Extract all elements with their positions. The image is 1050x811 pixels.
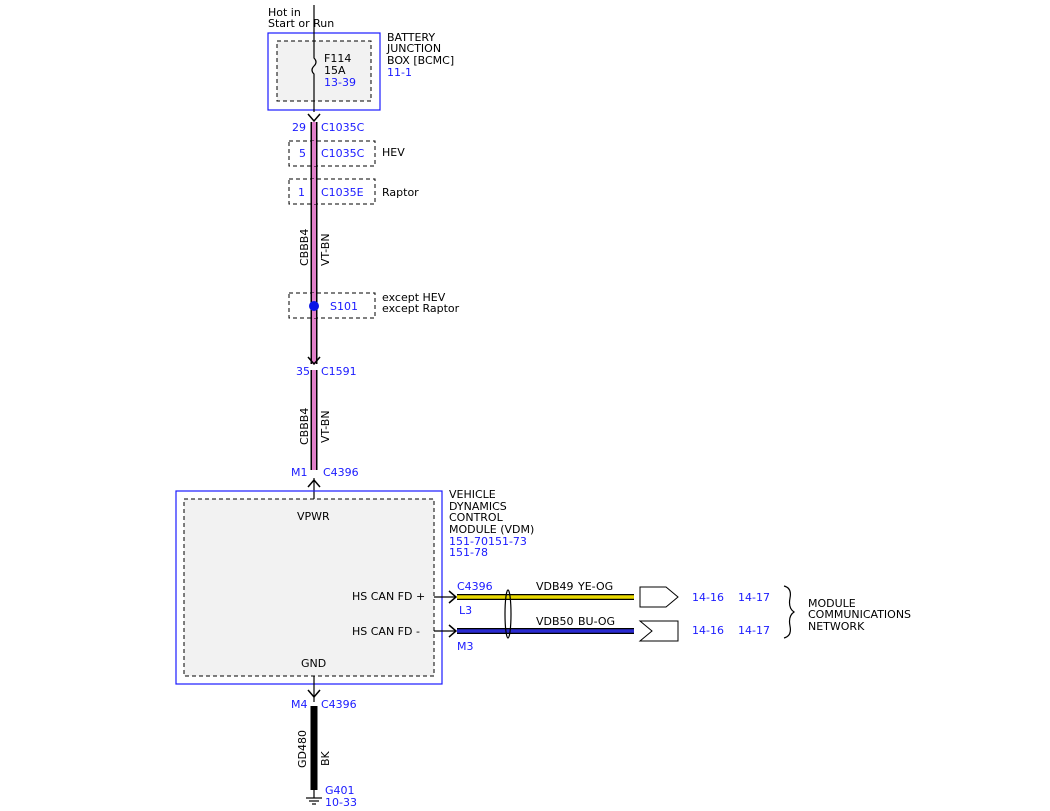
network-minus-ref2[interactable]: 14-17 <box>738 624 770 637</box>
c1591-pin: 35 <box>296 365 310 378</box>
can-minus-pin: M3 <box>457 640 474 653</box>
gnd-connector-name[interactable]: C4396 <box>321 698 357 711</box>
c4396-m1-pin: M1 <box>291 466 308 479</box>
vdm-module-inner <box>183 498 435 677</box>
wire-gd480-label: GD480 <box>296 730 309 768</box>
wire-vdb49-color: YE-OG <box>577 580 613 593</box>
hev-pin: 5 <box>299 147 306 160</box>
connector-arrow-can-plus <box>448 590 458 604</box>
connector-arrow-c4396-m1 <box>307 478 321 488</box>
network-brace <box>783 585 796 639</box>
connector-arrow-c4396-m4 <box>307 689 321 699</box>
splice-dot[interactable] <box>309 301 319 311</box>
bjb-name-line1: BATTERY <box>387 31 435 44</box>
fuse-rating: 15A <box>324 64 346 77</box>
fuse-id: F114 <box>324 52 351 65</box>
vdm-pin-can-minus: HS CAN FD - <box>352 625 420 638</box>
bjb-name-line2: JUNCTION <box>386 42 441 55</box>
wire-circuit-label-upper: CBBB4 <box>298 229 311 266</box>
network-plus-ref2[interactable]: 14-17 <box>738 591 770 604</box>
splice-name[interactable]: S101 <box>330 300 358 313</box>
gnd-pin: M4 <box>291 698 308 711</box>
hot-in-condition-label: Start or Run <box>268 17 334 30</box>
wire-circuit-label-lower: CBBB4 <box>298 408 311 445</box>
raptor-label: Raptor <box>382 186 419 199</box>
splice-box[interactable] <box>288 292 376 319</box>
vdm-name-line1: VEHICLE <box>449 488 496 501</box>
splice-label-line2: except Raptor <box>382 302 460 315</box>
connector-arrow-c1035c <box>307 113 321 123</box>
wire-vdb50-color: BU-OG <box>578 615 615 628</box>
vdm-pin-vpwr: VPWR <box>297 510 330 523</box>
connector-arrow-c1591 <box>307 356 321 366</box>
can-plus-pin: L3 <box>459 604 472 617</box>
c1035c-name[interactable]: C1035C <box>321 121 365 134</box>
wire-vdb50-label: VDB50 <box>536 615 574 628</box>
vdm-name-line4: MODULE (VDM) <box>449 523 534 536</box>
raptor-connector-name[interactable]: C1035E <box>321 186 364 199</box>
hev-connector-name[interactable]: C1035C <box>321 147 365 160</box>
bjb-page-ref[interactable]: 11-1 <box>387 66 412 79</box>
splice-label-line1: except HEV <box>382 291 446 304</box>
vdm-name-line3: CONTROL <box>449 511 504 524</box>
vdm-page-ref-line2[interactable]: 151-78 <box>449 546 488 559</box>
battery-junction-box-inner <box>276 40 372 102</box>
ground-name[interactable]: G401 <box>325 784 355 797</box>
wire-color-label-lower: VT-BN <box>319 410 332 443</box>
raptor-pin: 1 <box>298 186 305 199</box>
vdm-pin-gnd: GND <box>301 657 326 670</box>
bjb-name-line3: BOX [BCMC] <box>387 54 454 67</box>
hev-label: HEV <box>382 146 405 159</box>
offpage-connector-can-minus[interactable] <box>638 620 679 642</box>
fuse-page-ref[interactable]: 13-39 <box>324 76 356 89</box>
network-label-line1: MODULE <box>808 597 856 610</box>
hot-in-label: Hot in <box>268 6 301 19</box>
wire-gd480-color: BK <box>319 750 332 766</box>
vdm-pin-can-plus: HS CAN FD + <box>352 590 425 603</box>
fuse-symbol[interactable] <box>311 5 317 112</box>
network-plus-ref1[interactable]: 14-16 <box>692 591 724 604</box>
c1035c-pin: 29 <box>292 121 306 134</box>
connector-arrow-can-minus <box>448 624 458 638</box>
network-minus-ref1[interactable]: 14-16 <box>692 624 724 637</box>
hev-connector-box[interactable] <box>288 140 376 167</box>
battery-junction-box[interactable] <box>267 32 381 111</box>
ground-page-ref[interactable]: 10-33 <box>325 796 357 809</box>
c4396-m1-name[interactable]: C4396 <box>323 466 359 479</box>
offpage-connector-can-plus[interactable] <box>639 586 679 608</box>
raptor-connector-box[interactable] <box>288 178 376 205</box>
vdm-module-box[interactable] <box>175 490 443 685</box>
can-connector-name[interactable]: C4396 <box>457 580 493 593</box>
vdm-page-ref-line1[interactable]: 151-70151-73 <box>449 535 527 548</box>
network-label-line3: NETWORK <box>808 620 865 633</box>
c1591-name[interactable]: C1591 <box>321 365 357 378</box>
twisted-pair-symbol <box>504 589 512 639</box>
vdm-name-line2: DYNAMICS <box>449 500 507 513</box>
network-label-line2: COMMUNICATIONS <box>808 608 911 621</box>
wire-vdb49-label: VDB49 <box>536 580 574 593</box>
wire-color-label-upper: VT-BN <box>319 233 332 266</box>
